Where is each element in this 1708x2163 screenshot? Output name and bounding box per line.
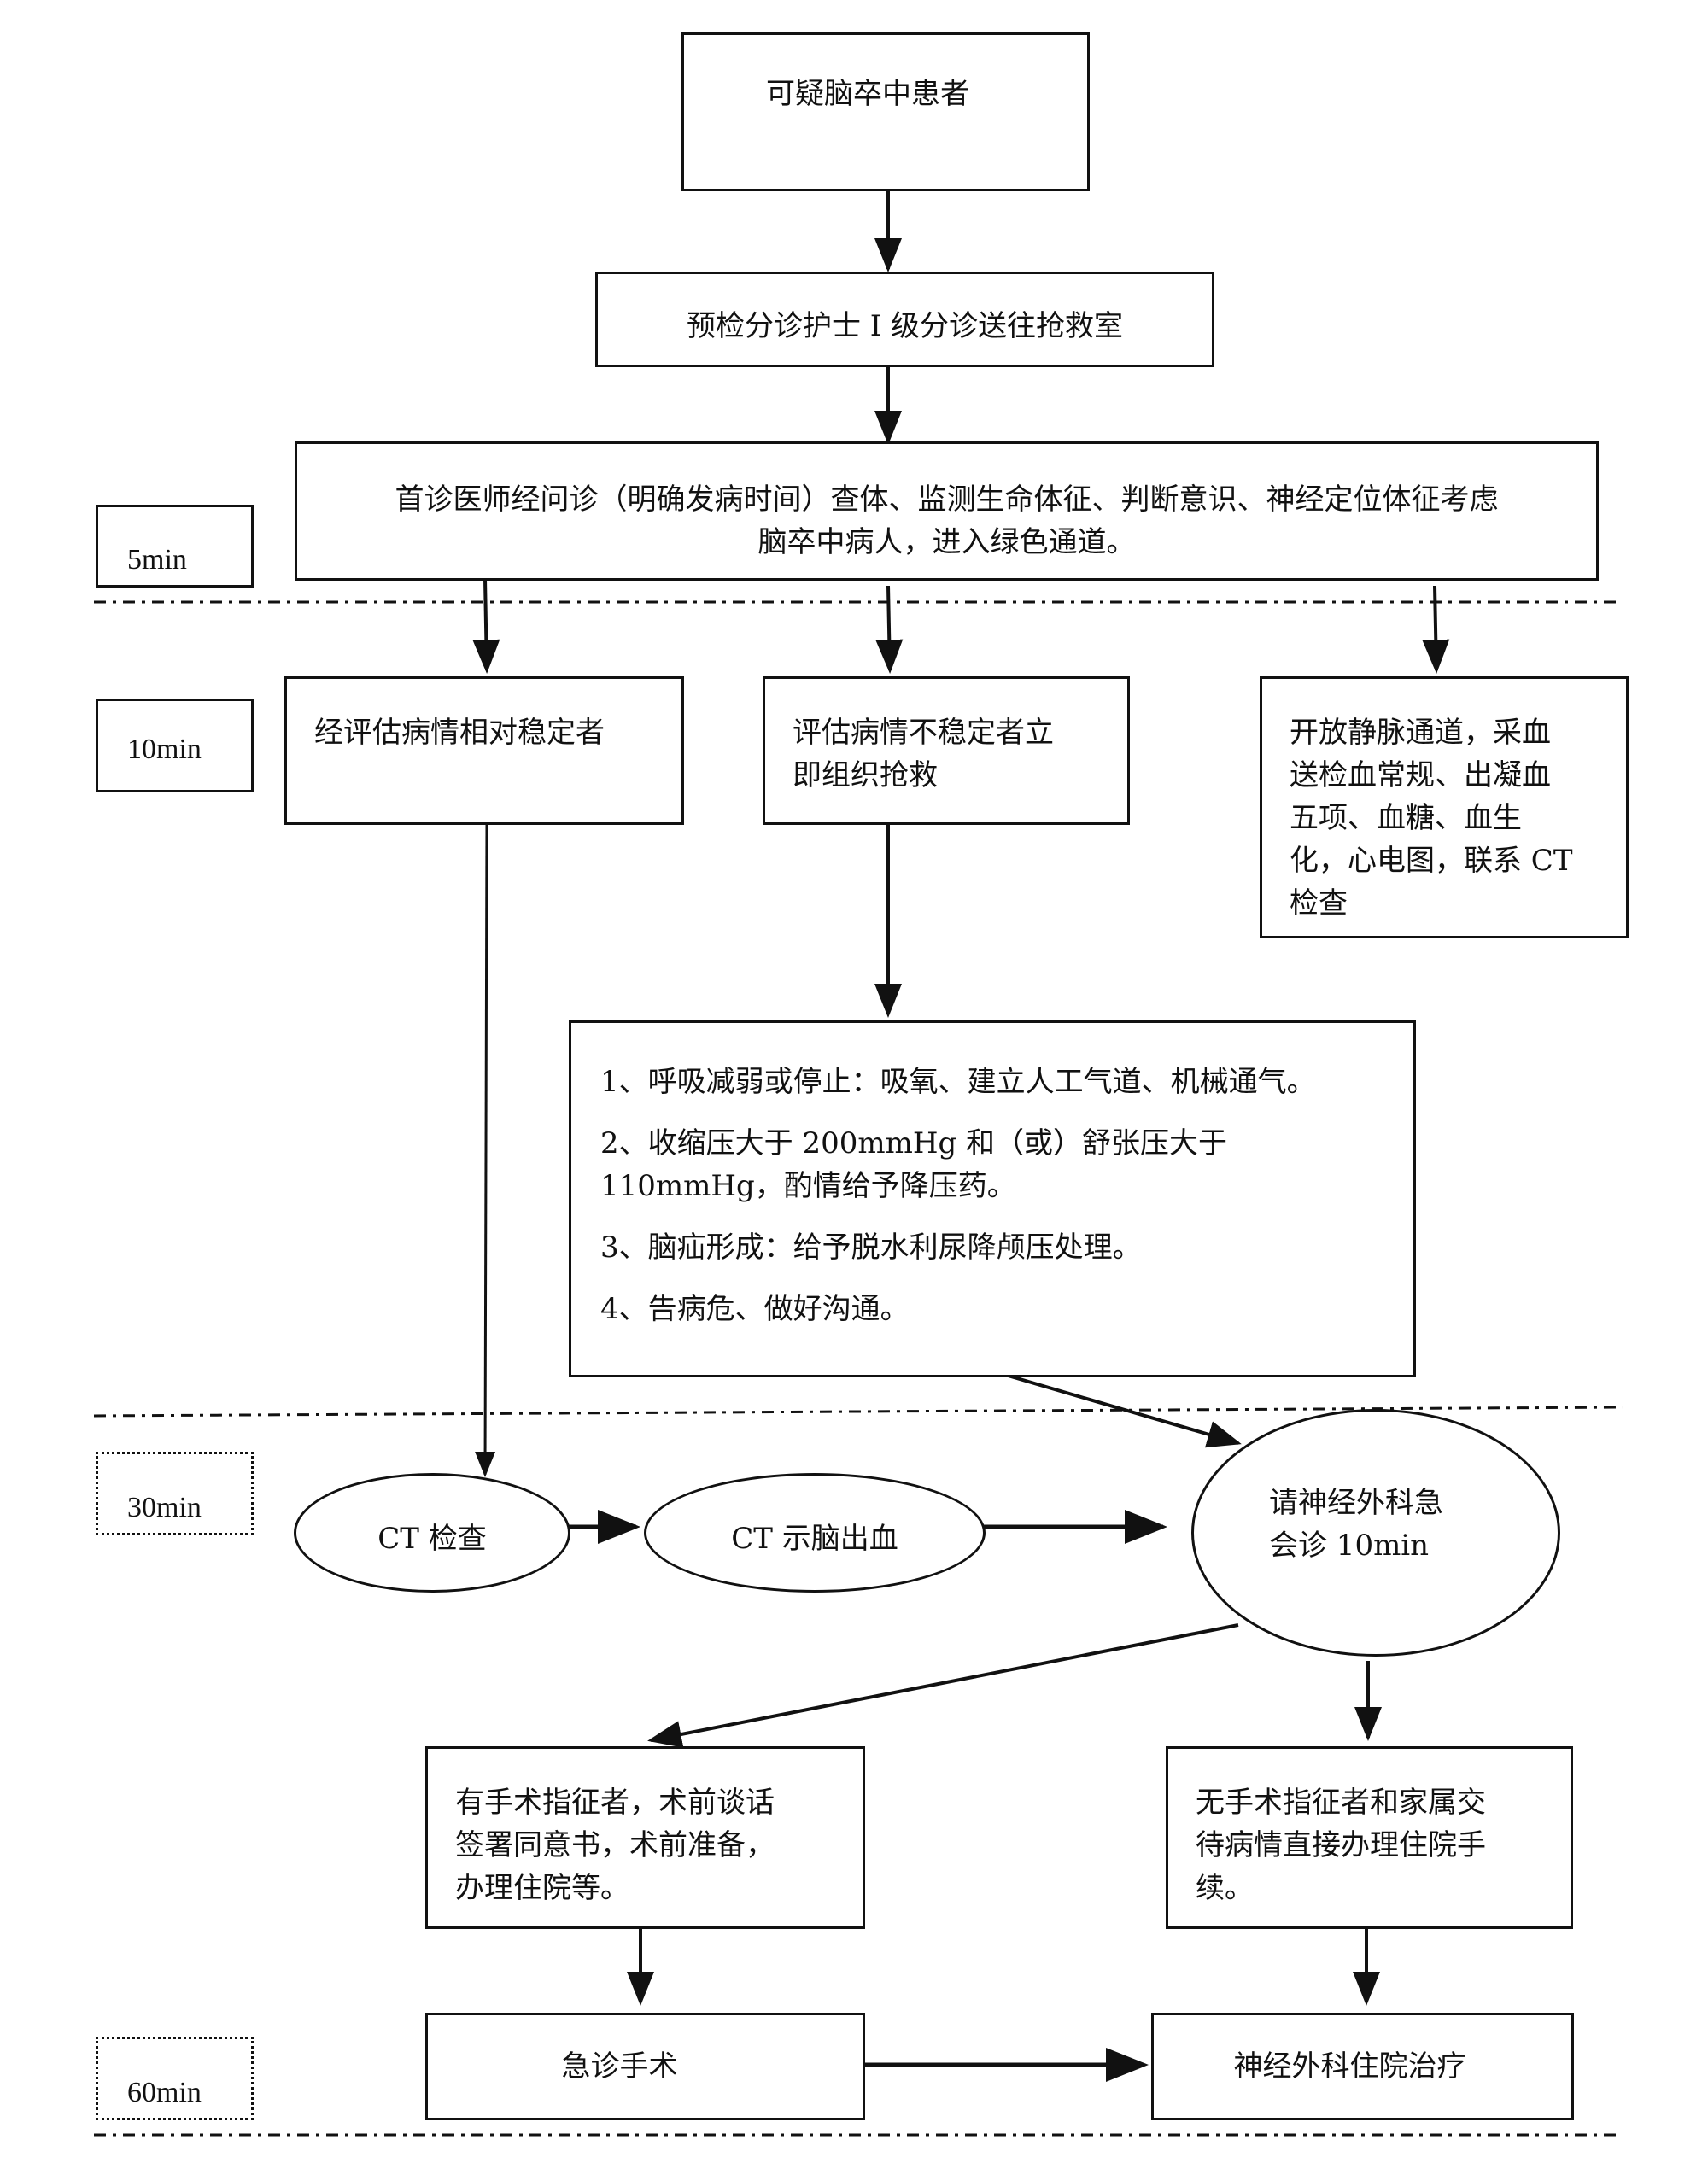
node-text-line: 检查 [1290, 886, 1348, 921]
node-surgery-indicated: 有手术指征者，术前谈话 签署同意书，术前准备， 办理住院等。 [425, 1746, 865, 1929]
time-label-text: 5min [127, 544, 187, 576]
node-text: 可疑脑卒中患者 [766, 77, 969, 111]
time-label-60min: 60min [96, 2037, 254, 2120]
node-iv-and-labs: 开放静脉通道，采血 送检血常规、出凝血 五项、血糖、血生 化，心电图，联系 CT… [1260, 676, 1629, 938]
time-label-text: 60min [127, 2077, 202, 2108]
node-ct-brain-hemorrhage: CT 示脑出血 [644, 1473, 986, 1593]
node-text-line: 有手术指征者，术前谈话 [455, 1786, 775, 1820]
rescue-item-3: 3、脑疝形成：给予脱水利尿降颅压处理。 [600, 1231, 1142, 1265]
node-rescue-measures: 1、呼吸减弱或停止：吸氧、建立人工气道、机械通气。 2、收缩压大于 200mmH… [569, 1020, 1416, 1377]
time-label-text: 10min [127, 734, 202, 765]
rescue-item-4: 4、告病危、做好沟通。 [600, 1292, 910, 1326]
node-text-line2: 会诊 10min [1269, 1529, 1430, 1563]
arrow-rescue-to-consult [990, 1369, 1242, 1448]
node-first-doctor-assessment: 首诊医师经问诊（明确发病时间）查体、监测生命体征、判断意识、神经定位体征考虑 脑… [295, 441, 1599, 581]
node-neurosurgery-admission: 神经外科住院治疗 [1151, 2013, 1574, 2120]
node-suspected-stroke-patient: 可疑脑卒中患者 [681, 32, 1090, 191]
arrow-doctor-to-iv [1422, 585, 1450, 674]
node-text-line2: 脑卒中病人，进入绿色通道。 [757, 525, 1136, 559]
node-text: CT 检查 [377, 1522, 487, 1556]
node-text-line1: 请神经外科急 [1269, 1486, 1443, 1520]
node-text-line: 五项、血糖、血生 [1290, 801, 1522, 835]
time-label-10min: 10min [96, 699, 254, 792]
node-text: 经评估病情相对稳定者 [314, 716, 605, 750]
node-stable-patient: 经评估病情相对稳定者 [284, 676, 684, 825]
arrow-stable-to-ct [475, 821, 496, 1477]
rescue-item-1: 1、呼吸减弱或停止：吸氧、建立人工气道、机械通气。 [600, 1065, 1316, 1099]
node-text-line: 签署同意书，术前准备， [455, 1828, 775, 1862]
node-neurosurgery-consult: 请神经外科急 会诊 10min [1191, 1409, 1560, 1657]
node-text-line: 办理住院等。 [455, 1871, 629, 1905]
time-label-5min: 5min [96, 505, 254, 588]
node-ct-exam: CT 检查 [294, 1473, 570, 1593]
node-text-line: 化，心电图，联系 CT [1290, 844, 1573, 878]
node-emergency-surgery: 急诊手术 [425, 2013, 865, 2120]
node-text: 神经外科住院治疗 [1233, 2049, 1466, 2084]
node-unstable-patient: 评估病情不稳定者立 即组织抢救 [763, 676, 1130, 825]
node-text-line: 待病情直接办理住院手 [1196, 1828, 1486, 1862]
node-text-line2: 即组织抢救 [793, 758, 938, 792]
node-text-line: 续。 [1196, 1871, 1254, 1905]
node-text: 急诊手术 [561, 2049, 678, 2084]
node-text-line1: 评估病情不稳定者立 [793, 716, 1054, 750]
node-no-surgery-indication: 无手术指征者和家属交 待病情直接办理住院手 续。 [1166, 1746, 1573, 1929]
node-text: CT 示脑出血 [731, 1522, 898, 1556]
arrow-doctor-to-unstable [875, 585, 904, 674]
node-triage-nurse: 预检分诊护士 I 级分诊送往抢救室 [595, 272, 1214, 367]
time-label-30min: 30min [96, 1452, 254, 1535]
node-text-line: 开放静脉通道，采血 [1290, 716, 1551, 750]
node-text-line: 送检血常规、出凝血 [1290, 758, 1551, 792]
time-label-text: 30min [127, 1492, 202, 1523]
arrow-doctor-to-stable [472, 578, 500, 674]
node-text: 预检分诊护士 I 级分诊送往抢救室 [686, 309, 1124, 343]
node-text-line: 无手术指征者和家属交 [1196, 1786, 1486, 1820]
arrow-consult-to-surgery [647, 1623, 1239, 1748]
node-text-line1: 首诊医师经问诊（明确发病时间）查体、监测生命体征、判断意识、神经定位体征考虑 [395, 482, 1499, 517]
rescue-item-2: 2、收缩压大于 200mmHg 和（或）舒张压大于 110mmHg，酌情给予降压… [600, 1126, 1228, 1203]
